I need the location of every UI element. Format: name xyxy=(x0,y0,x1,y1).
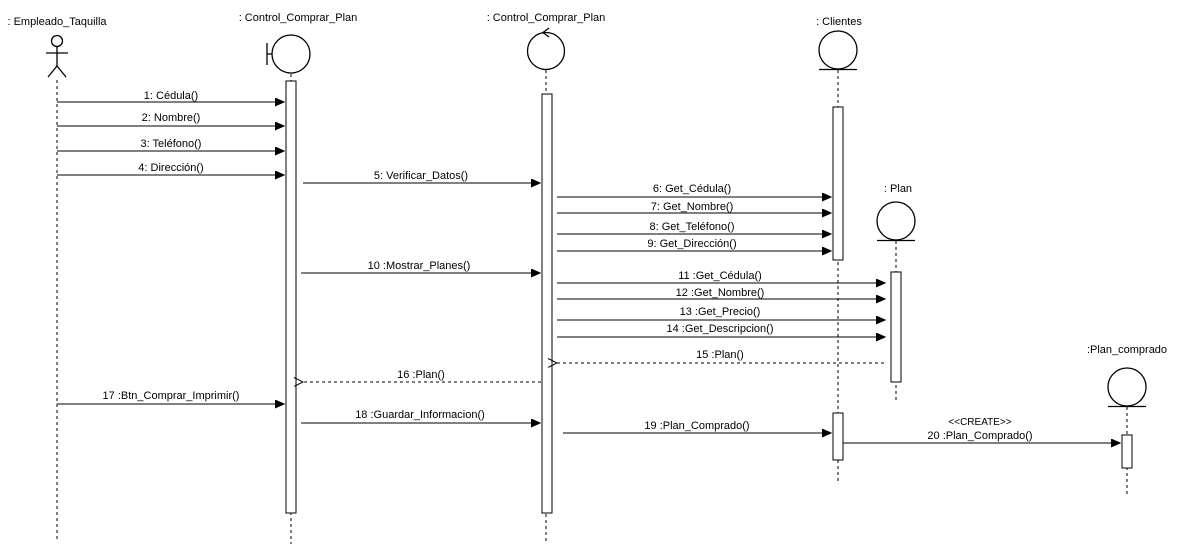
message-5: 5: Verificar_Datos() xyxy=(303,170,540,183)
message-3: 3: Teléfono() xyxy=(57,138,284,151)
participant-control-control-comprar-plan: : Control_Comprar_Plan xyxy=(487,12,606,544)
message-label: 19 :Plan_Comprado() xyxy=(644,420,749,432)
participant-label-boundary: : Control_Comprar_Plan xyxy=(239,12,358,24)
message-label: 15 :Plan() xyxy=(696,349,744,361)
message-label: 11 :Get_Cédula() xyxy=(678,270,762,282)
message-label: 4: Dirección() xyxy=(138,162,203,174)
message-15: 15 :Plan() xyxy=(557,349,884,363)
message-1: 1: Cédula() xyxy=(57,90,284,102)
message-label: 18 :Guardar_Informacion() xyxy=(355,409,485,421)
message-4: 4: Dirección() xyxy=(57,162,284,175)
message-label: 20 :Plan_Comprado() xyxy=(927,430,1032,442)
message-2: 2: Nombre() xyxy=(57,112,284,126)
actor-icon xyxy=(46,34,68,78)
participant-label-empleado: : Empleado_Taquilla xyxy=(7,16,107,28)
message-label: 5: Verificar_Datos() xyxy=(374,170,468,182)
message-11: 11 :Get_Cédula() xyxy=(557,270,885,283)
message-8: 8: Get_Teléfono() xyxy=(557,221,831,234)
message-label: 13 :Get_Precio() xyxy=(680,306,761,318)
activation-bar xyxy=(890,271,902,383)
boundary-icon xyxy=(266,34,311,74)
message-18: 18 :Guardar_Informacion() xyxy=(301,409,540,423)
activation-bar xyxy=(832,106,844,261)
message-12: 12 :Get_Nombre() xyxy=(557,287,885,299)
message-13: 13 :Get_Precio() xyxy=(557,306,885,320)
activation-bar xyxy=(285,80,297,514)
message-label: 6: Get_Cédula() xyxy=(653,183,731,195)
participant-clientes: : Clientes xyxy=(816,16,862,484)
entity-icon xyxy=(818,30,858,71)
message-17: 17 :Btn_Comprar_Imprimir() xyxy=(57,390,284,404)
participant-plan: : Plan xyxy=(876,183,916,402)
message-label: 9: Get_Dirección() xyxy=(647,238,736,250)
message-20: <<CREATE>> 20 :Plan_Comprado() xyxy=(843,417,1120,443)
participant-label-plan: : Plan xyxy=(884,183,912,195)
message-6: 6: Get_Cédula() xyxy=(557,183,831,197)
participant-label-clientes: : Clientes xyxy=(816,16,862,28)
activation-bar xyxy=(1121,434,1133,469)
message-label: 3: Teléfono() xyxy=(141,138,202,150)
entity-icon xyxy=(1107,367,1147,408)
message-7: 7: Get_Nombre() xyxy=(557,201,831,213)
participant-label-control: : Control_Comprar_Plan xyxy=(487,12,606,24)
message-label: 16 :Plan() xyxy=(397,369,445,381)
entity-icon xyxy=(876,201,916,242)
message-label: 12 :Get_Nombre() xyxy=(676,287,765,299)
control-icon xyxy=(526,27,566,71)
activation-bar xyxy=(832,412,844,461)
message-label: 7: Get_Nombre() xyxy=(651,201,734,213)
message-9: 9: Get_Dirección() xyxy=(557,238,831,251)
message-16: 16 :Plan() xyxy=(303,369,541,382)
message-label: 14 :Get_Descripcion() xyxy=(667,323,774,335)
message-14: 14 :Get_Descripcion() xyxy=(557,323,885,337)
message-label: 2: Nombre() xyxy=(142,112,201,124)
message-label: 8: Get_Teléfono() xyxy=(650,221,735,233)
participant-boundary-control-comprar-plan: : Control_Comprar_Plan xyxy=(239,12,358,544)
message-label: 1: Cédula() xyxy=(144,90,198,102)
activation-bar xyxy=(541,93,553,514)
message-10: 10 :Mostrar_Planes() xyxy=(301,260,540,273)
participant-empleado-taquilla: : Empleado_Taquilla xyxy=(7,16,107,542)
message-label: 17 :Btn_Comprar_Imprimir() xyxy=(103,390,240,402)
message-label: 10 :Mostrar_Planes() xyxy=(368,260,471,272)
message-19: 19 :Plan_Comprado() xyxy=(563,420,831,433)
participant-label-plan-comprado: :Plan_comprado xyxy=(1087,344,1167,356)
message-stereotype: <<CREATE>> xyxy=(948,417,1011,428)
participant-plan-comprado: :Plan_comprado xyxy=(1087,344,1167,494)
